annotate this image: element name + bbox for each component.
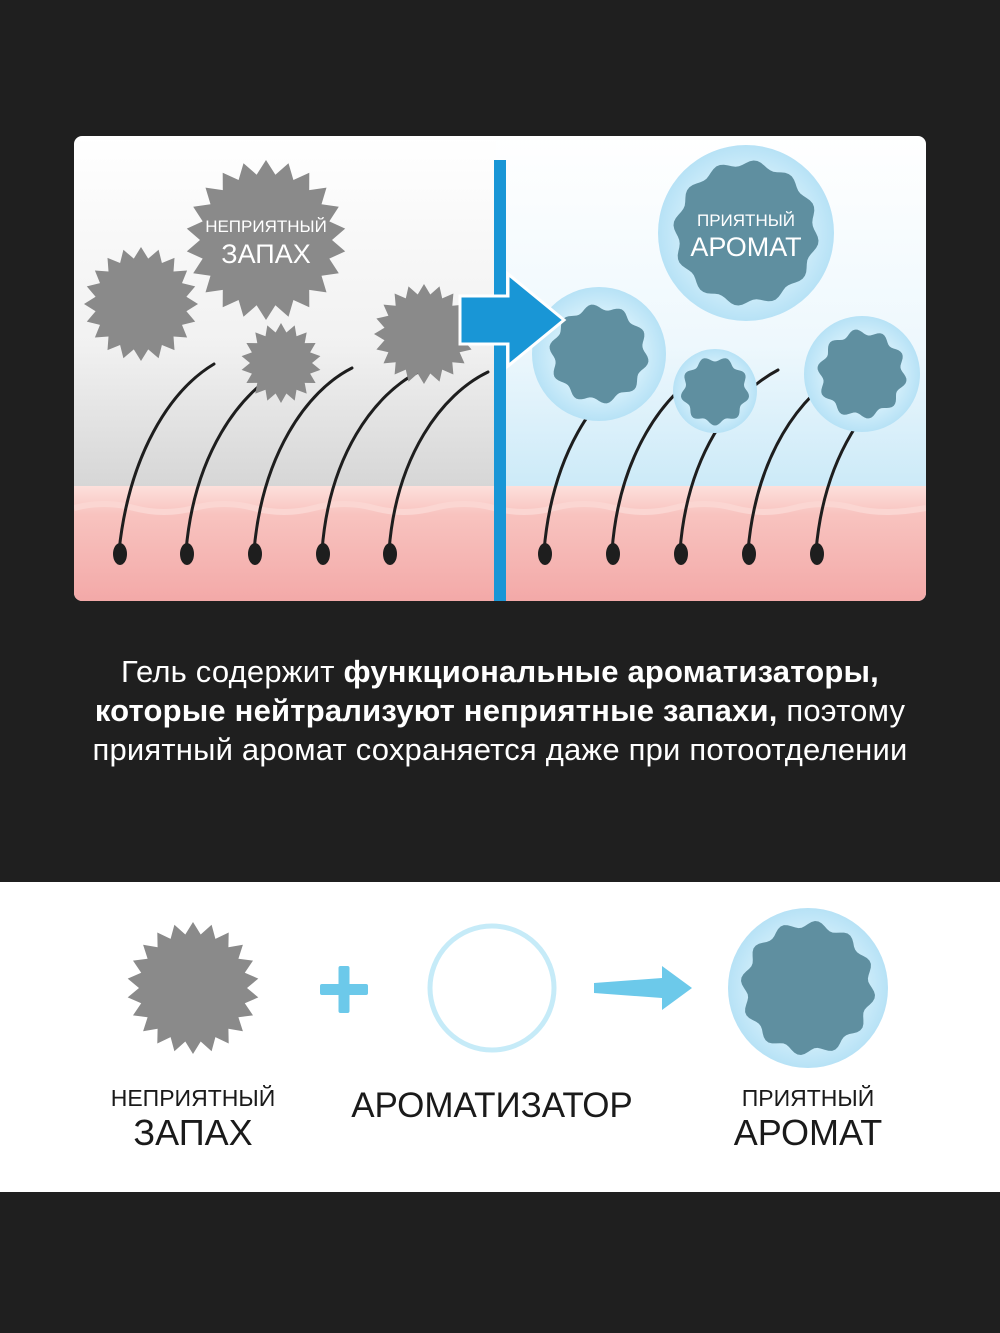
legend-bad-odor-big: ЗАПАХ bbox=[133, 1112, 253, 1153]
hair-roots-left bbox=[113, 543, 397, 565]
aroma-core bbox=[549, 304, 649, 404]
aroma-core bbox=[681, 358, 749, 426]
right-badge-line1: ПРИЯТНЫЙ bbox=[697, 211, 795, 230]
odor-badge-spiky-ball bbox=[186, 160, 346, 320]
aroma-badge-core bbox=[673, 160, 819, 306]
divider-line bbox=[494, 160, 506, 601]
teal-ball-shape bbox=[741, 921, 875, 1055]
caption-bold: функциональные ароматизаторы, которые не… bbox=[94, 654, 879, 728]
legend-flavor-label: АРОМАТИЗАТОР bbox=[332, 1085, 652, 1127]
legend-flavor-text: АРОМАТИЗАТОР bbox=[351, 1086, 633, 1125]
aroma-core bbox=[817, 329, 907, 419]
odor-spiky-ball bbox=[84, 247, 198, 361]
caption-part1: Гель содержит bbox=[121, 654, 344, 689]
legend-good-aroma-label: ПРИЯТНЫЙ АРОМАТ bbox=[708, 1084, 908, 1154]
odor-spiky-ball bbox=[374, 284, 474, 384]
before-after-illustration: НЕПРИЯТНЫЙ ЗАПАХ ПРИЯТНЫЙ АРОМАТ bbox=[74, 136, 926, 601]
arrow-right-icon bbox=[458, 270, 567, 370]
teal-ball-icon bbox=[741, 921, 875, 1055]
hair-roots-right bbox=[538, 543, 824, 565]
aroma-cores bbox=[549, 160, 907, 426]
arrow-right-icon bbox=[594, 966, 692, 1010]
right-badge-line2: АРОМАТ bbox=[690, 232, 801, 262]
legend-svg bbox=[127, 908, 888, 1068]
left-badge-line2: ЗАПАХ bbox=[221, 239, 310, 269]
gray-spiky-ball-shape bbox=[127, 922, 259, 1054]
legend-bad-odor-small: НЕПРИЯТНЫЙ bbox=[110, 1085, 276, 1111]
odor-spiky-ball bbox=[241, 323, 321, 403]
description-text: Гель содержит функциональные ароматизато… bbox=[60, 652, 940, 769]
odor-particles bbox=[84, 160, 474, 403]
empty-ring-icon bbox=[427, 923, 557, 1053]
left-badge-line1: НЕПРИЯТНЫЙ bbox=[205, 217, 327, 236]
caption-part2: поэтому приятный аромат сохраняется даже… bbox=[92, 693, 908, 767]
gray-spiky-ball-icon bbox=[127, 922, 259, 1054]
plus-icon bbox=[320, 966, 368, 1013]
legend-good-aroma-small: ПРИЯТНЫЙ bbox=[741, 1085, 875, 1111]
legend-band: НЕПРИЯТНЫЙ ЗАПАХ АРОМАТИЗАТОР ПРИЯТНЫЙ А… bbox=[0, 882, 1000, 1192]
legend-bad-odor-label: НЕПРИЯТНЫЙ ЗАПАХ bbox=[93, 1084, 293, 1154]
legend-good-aroma-big: АРОМАТ bbox=[733, 1112, 883, 1153]
illustration-svg: НЕПРИЯТНЫЙ ЗАПАХ ПРИЯТНЫЙ АРОМАТ bbox=[74, 136, 926, 601]
